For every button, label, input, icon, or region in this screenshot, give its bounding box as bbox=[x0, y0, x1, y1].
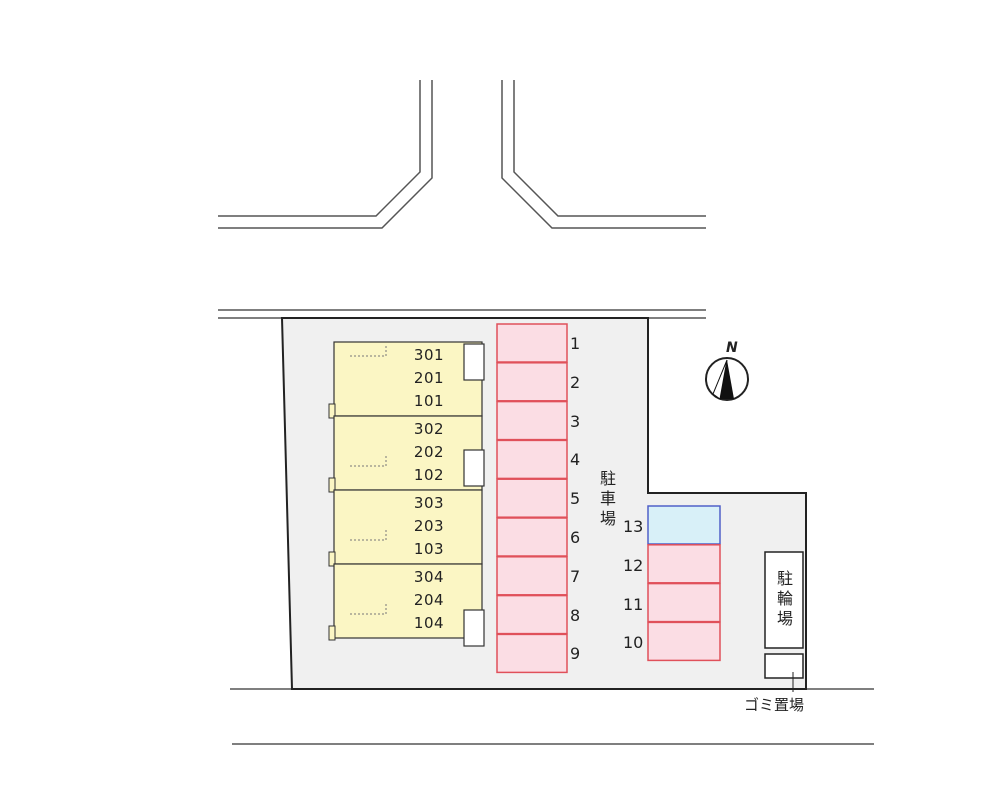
building-notch bbox=[328, 551, 336, 567]
entrance-box bbox=[463, 343, 485, 381]
building-dotted-line bbox=[350, 456, 387, 467]
compass-icon bbox=[705, 357, 749, 401]
parking-space-number: 2 bbox=[570, 372, 581, 392]
unit-number-label: 103 bbox=[413, 540, 445, 558]
parking-space-number: 13 bbox=[623, 517, 644, 536]
parking-space bbox=[496, 362, 568, 402]
unit-number-label: 201 bbox=[413, 369, 445, 387]
building-dotted-line bbox=[350, 530, 387, 541]
parking-space-highlighted bbox=[647, 505, 721, 545]
unit-number-label: 203 bbox=[413, 517, 445, 535]
unit-number-label: 204 bbox=[413, 591, 445, 609]
parking-space bbox=[647, 582, 721, 623]
garbage-box bbox=[764, 653, 804, 679]
parking-space-number: 12 bbox=[623, 555, 644, 575]
parking-space bbox=[496, 517, 568, 557]
parking-space-number: 11 bbox=[623, 594, 644, 614]
building-notch bbox=[328, 403, 336, 419]
building-notch bbox=[328, 625, 336, 641]
entrance-box bbox=[463, 609, 485, 647]
parking-space bbox=[496, 594, 568, 635]
parking-space-number: 9 bbox=[570, 644, 581, 664]
bike-parking-box bbox=[764, 551, 804, 649]
building-dotted-line bbox=[350, 604, 387, 615]
building-block bbox=[333, 563, 483, 639]
parking-space-number: 3 bbox=[570, 411, 581, 431]
unit-number-label: 102 bbox=[413, 466, 445, 484]
road-top bbox=[218, 309, 706, 319]
parking-space bbox=[496, 400, 568, 441]
parking-space-number: 5 bbox=[570, 489, 581, 509]
unit-number-label: 104 bbox=[413, 614, 445, 632]
garbage-label: ゴミ置場 bbox=[744, 696, 805, 714]
parking-space-number: 7 bbox=[570, 566, 581, 586]
unit-number-label: 304 bbox=[413, 568, 445, 586]
unit-number-label: 301 bbox=[413, 346, 445, 364]
parking-space bbox=[647, 621, 721, 662]
parking-space bbox=[496, 633, 568, 674]
parking-space-number: 4 bbox=[570, 450, 581, 470]
parking-spaces-right bbox=[647, 505, 721, 662]
building-block bbox=[333, 341, 483, 417]
parking-space-number: 1 bbox=[570, 334, 581, 353]
parking-space bbox=[496, 323, 568, 363]
parking-space-number: 6 bbox=[570, 528, 581, 547]
parking-space-number: 10 bbox=[623, 633, 644, 653]
parking-space-number: 8 bbox=[570, 605, 581, 625]
parking-space bbox=[496, 478, 568, 518]
building-block bbox=[333, 489, 483, 565]
buildings-group bbox=[328, 341, 485, 647]
parking-area-label: 駐車場 bbox=[597, 470, 616, 530]
compass-north-label: N bbox=[726, 340, 738, 356]
entrance-box bbox=[463, 449, 485, 487]
parking-space bbox=[647, 544, 721, 584]
parking-space bbox=[496, 556, 568, 596]
upper-road bbox=[218, 80, 706, 229]
parking-spaces-left bbox=[496, 323, 568, 674]
unit-number-label: 303 bbox=[413, 494, 445, 512]
parking-space bbox=[496, 439, 568, 480]
unit-number-label: 202 bbox=[413, 443, 445, 461]
building-notch bbox=[328, 477, 336, 493]
unit-number-label: 101 bbox=[413, 392, 445, 410]
unit-number-label: 302 bbox=[413, 420, 445, 438]
bike-parking-label: 駐輪場 bbox=[774, 570, 793, 630]
building-dotted-line bbox=[350, 346, 387, 357]
